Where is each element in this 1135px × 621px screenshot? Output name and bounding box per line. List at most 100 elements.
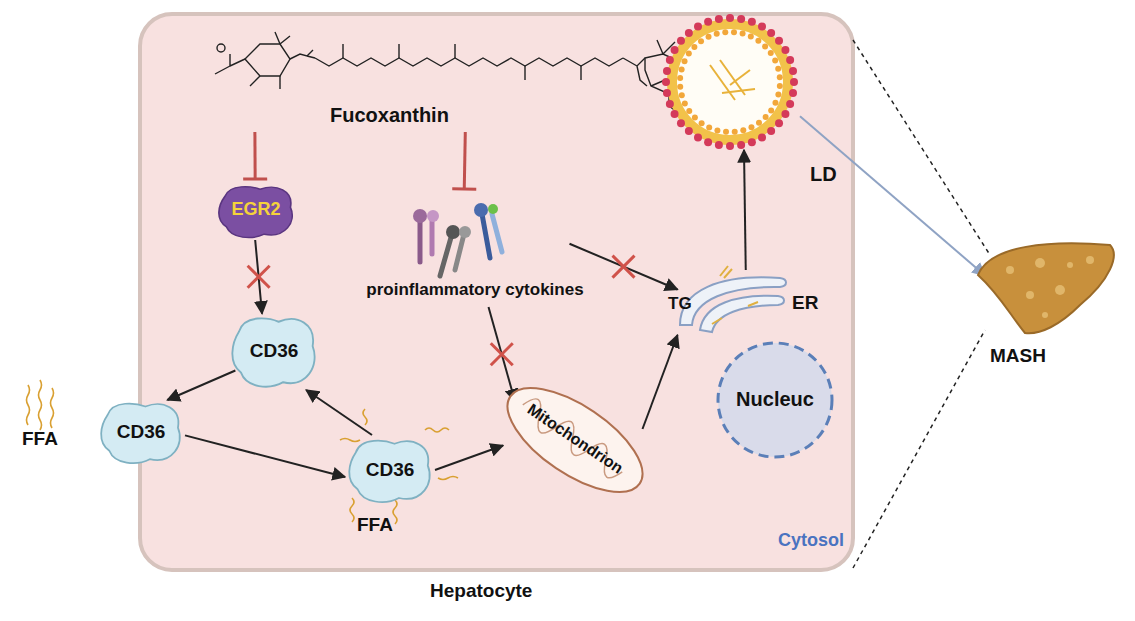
node-label: CD36 xyxy=(94,421,188,443)
drawing-part xyxy=(1086,256,1094,264)
nucleus-organelle: Nucleuc xyxy=(715,340,835,460)
drawing-part xyxy=(775,37,783,45)
drawing-part xyxy=(722,89,755,93)
drawing-part xyxy=(694,133,702,141)
drawing-part xyxy=(768,50,774,56)
drawing-part xyxy=(715,15,723,23)
block-cross xyxy=(248,266,270,288)
drawing-part xyxy=(491,368,658,512)
drawing-part xyxy=(350,498,354,522)
drawing-part xyxy=(781,110,789,118)
er-organelle: TG ER xyxy=(660,270,835,335)
connector-arrow xyxy=(167,371,235,401)
drawing-part xyxy=(710,60,755,100)
connector-arrow xyxy=(489,307,516,402)
drawing-part xyxy=(758,23,766,31)
drawing-part xyxy=(492,214,502,252)
drawing-part xyxy=(679,92,685,98)
drawing-part xyxy=(455,234,464,270)
drawing-part xyxy=(706,34,712,40)
lipid-droplet: LD xyxy=(660,15,800,150)
receptor-blob: CD36 xyxy=(345,435,435,505)
block-cross xyxy=(491,343,513,365)
drawing-part xyxy=(672,24,788,140)
drawing-part xyxy=(772,100,778,106)
drawing-part xyxy=(704,18,712,26)
drawing-part xyxy=(482,214,490,258)
drawing-part xyxy=(1006,266,1014,274)
mitochondrion-organelle: Mitochondrion xyxy=(500,385,650,495)
drawing-part xyxy=(677,75,683,81)
drawing-part xyxy=(737,15,745,23)
node-label: proinflammatory cytokines xyxy=(337,280,613,300)
drawing-part xyxy=(195,14,725,132)
drawing-part xyxy=(1055,285,1065,295)
drawing-part xyxy=(1006,256,1094,318)
drawing-part xyxy=(748,138,756,146)
drawing-part xyxy=(217,44,225,52)
drawing-part xyxy=(623,58,647,86)
drawing-part xyxy=(699,120,705,126)
node-label: CD36 xyxy=(342,459,438,481)
drawing-part xyxy=(427,210,439,222)
drawing-part xyxy=(1067,262,1073,268)
node-label: ER xyxy=(792,292,818,314)
drawing-part xyxy=(686,51,692,57)
block-cross xyxy=(248,266,270,288)
drawing-part xyxy=(789,67,797,75)
receptor-blob: CD36 xyxy=(97,398,185,466)
connector-arrow xyxy=(744,150,746,270)
free-label: FFA xyxy=(22,428,58,450)
node-label: TG xyxy=(668,294,692,314)
node-label: EGR2 xyxy=(212,199,300,220)
drawing-part xyxy=(775,92,781,98)
drawing-part xyxy=(671,110,679,118)
drawing-part xyxy=(731,29,737,35)
drawing-part xyxy=(140,14,853,570)
node-label: MASH xyxy=(990,345,1046,367)
drawing-part xyxy=(27,385,30,425)
drawing-part xyxy=(775,119,783,127)
drawing-part xyxy=(679,66,685,72)
drawing-part xyxy=(748,124,754,130)
drawing-part xyxy=(781,46,789,54)
drawing-part xyxy=(1035,258,1045,268)
drawing-part xyxy=(343,44,581,80)
drawing-part xyxy=(682,100,688,106)
drawing-part xyxy=(748,34,754,40)
drawing-part xyxy=(777,83,783,89)
drawing-part xyxy=(772,58,778,64)
drawing-part xyxy=(215,32,700,112)
cell-region: HepatocyteFucoxanthinEGR2proinflammatory… xyxy=(140,14,853,570)
node-label: Nucleuc xyxy=(712,388,838,411)
drawing-part xyxy=(245,44,290,76)
drawing-part xyxy=(685,29,693,37)
drawing-part xyxy=(758,133,766,141)
connector-arrow xyxy=(435,446,503,471)
drawing-part xyxy=(315,58,623,66)
cytokine-group: proinflammatory cytokines xyxy=(340,192,610,307)
drawing-part xyxy=(393,500,397,524)
block-cross xyxy=(613,256,635,278)
drawing-part xyxy=(768,107,774,113)
drawing-part xyxy=(662,78,670,86)
drawing-part xyxy=(694,23,702,31)
drawing-part xyxy=(413,203,502,276)
drawing-part xyxy=(691,44,697,50)
inhibit-bar xyxy=(243,177,267,180)
drawing-part xyxy=(663,67,671,75)
block-cross xyxy=(491,343,513,365)
drawing-part xyxy=(666,56,674,64)
drawing-part xyxy=(732,129,738,135)
drawing-part xyxy=(755,38,761,44)
drawing-part xyxy=(488,204,498,214)
drawing-part xyxy=(692,115,698,121)
drawing-part xyxy=(775,66,781,72)
drawing-part xyxy=(767,29,775,37)
connector-arrow xyxy=(570,244,678,290)
drawing-part xyxy=(250,32,290,89)
drawing-part xyxy=(704,138,712,146)
drawing-part xyxy=(726,14,734,22)
